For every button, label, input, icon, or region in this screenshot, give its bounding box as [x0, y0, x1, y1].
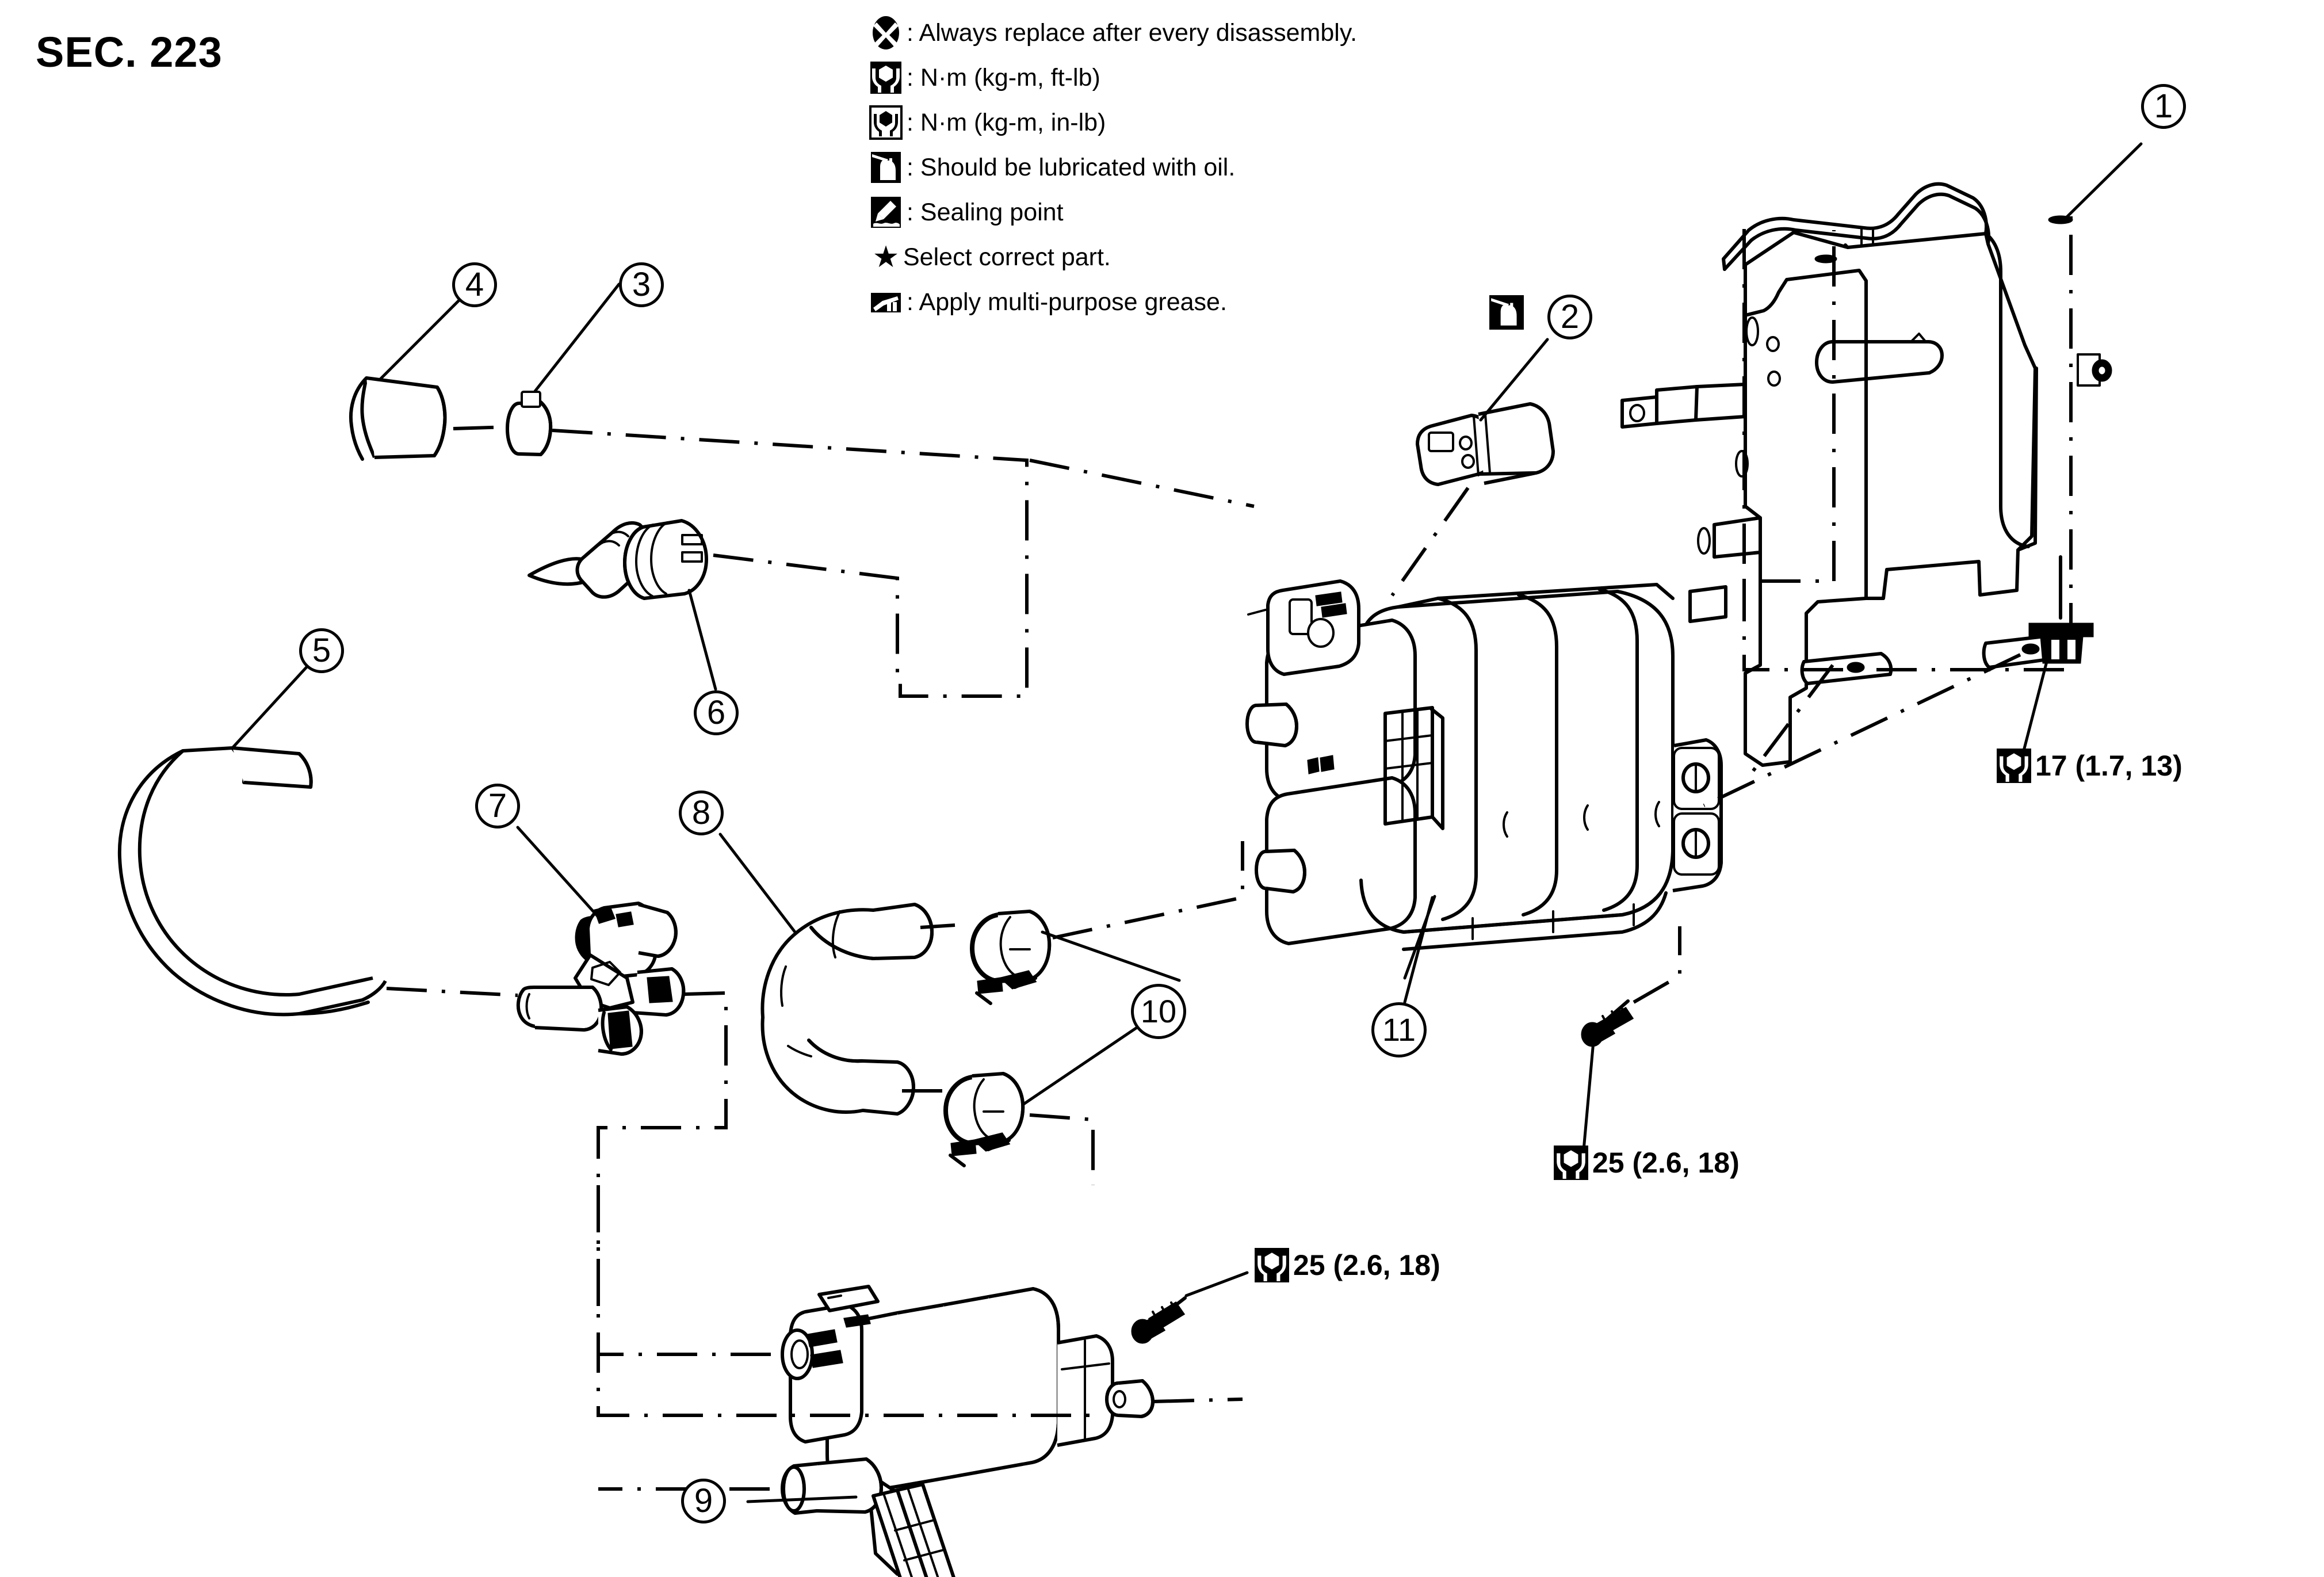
centerline-8-10a: [920, 923, 955, 929]
part-7-valve: [516, 902, 686, 1056]
oil-can-icon: [1489, 295, 1524, 330]
callout-balloon-11[interactable]: 11: [1371, 1002, 1427, 1057]
legend-item-label: : Always replace after every disassembly…: [907, 18, 1358, 47]
leader-2: [1479, 338, 1549, 422]
callout-balloon-9[interactable]: 9: [681, 1479, 726, 1523]
replace-part-icon: [869, 16, 903, 50]
leader-10a: [1041, 930, 1181, 982]
callout-balloon-10[interactable]: 10: [1131, 984, 1186, 1039]
fastener-17nm: [2028, 555, 2094, 664]
centerline-7-9: [597, 991, 728, 1318]
grease-icon: [869, 285, 903, 319]
legend-item-label: : Apply multi-purpose grease.: [907, 288, 1227, 316]
page-title: SEC. 223: [36, 28, 223, 76]
part-10-clamp-upper: [970, 910, 1052, 1005]
legend-item-select-part: ★ Select correct part.: [869, 235, 1415, 280]
part-8-hose: [760, 903, 934, 1116]
torque-inlb-icon: [869, 105, 903, 140]
torque-ftlb-icon: [1996, 748, 2032, 784]
torque-value: 25 (2.6, 18): [1592, 1147, 1740, 1179]
leader-9: [746, 1495, 858, 1503]
sealant-icon: [869, 195, 903, 230]
legend-item-seal: : Sealing point: [869, 190, 1415, 235]
legend-item-oil: : Should be lubricated with oil.: [869, 145, 1415, 190]
callout-balloon-4[interactable]: 4: [452, 262, 497, 307]
centerline-10b: [1029, 1113, 1095, 1185]
callout-balloon-2[interactable]: 2: [1547, 295, 1592, 339]
torque-spec-17: 17 (1.7, 13): [1996, 748, 2182, 784]
centerline-5-7: [386, 987, 518, 997]
leader-torque-25-lower: [1184, 1271, 1249, 1297]
legend: : Always replace after every disassembly…: [869, 10, 1415, 324]
legend-item-replace: : Always replace after every disassembly…: [869, 10, 1415, 55]
leader-8: [718, 833, 797, 934]
torque-value: 17 (1.7, 13): [2035, 750, 2182, 782]
centerline-10-canister: [1052, 841, 1244, 940]
callout-balloon-5[interactable]: 5: [299, 628, 344, 673]
oil-can-icon: [869, 150, 903, 185]
part-2-sensor-block: [1416, 402, 1555, 486]
legend-item-label: : Should be lubricated with oil.: [907, 153, 1236, 181]
legend-item-label: Select correct part.: [903, 243, 1111, 271]
legend-item-torque-inlb: : N·m (kg-m, in-lb): [869, 100, 1415, 145]
callout-balloon-8[interactable]: 8: [679, 791, 724, 835]
legend-item-label: : N·m (kg-m, ft-lb): [907, 63, 1100, 91]
callout-balloon-6[interactable]: 6: [694, 690, 739, 735]
part-1-bracket: [1620, 182, 2112, 767]
torque-value: 25 (2.6, 18): [1293, 1249, 1440, 1281]
fastener-25nm-lower: [1131, 1296, 1187, 1344]
star-icon: ★: [872, 240, 900, 274]
leader-torque-25-upper: [1581, 1040, 1595, 1158]
leader-1: [2065, 142, 2143, 219]
part-9-filter-assembly: [781, 1285, 1155, 1577]
centerline-1-canister: [1703, 653, 2021, 807]
torque-spec-25-upper: 25 (2.6, 18): [1553, 1145, 1740, 1181]
canister-nipple-upper: [1245, 702, 1298, 747]
canister-ribs: [1383, 706, 1444, 830]
fastener-25nm-upper: [1581, 999, 1634, 1047]
callout-balloon-3[interactable]: 3: [619, 262, 664, 307]
centerline-bolt-canister: [1633, 926, 1681, 1004]
part-6-quick-connector: [528, 519, 708, 600]
part-5-hose: [117, 746, 387, 1017]
part-3-clamp-ring: [506, 391, 553, 456]
legend-item-label: : Sealing point: [907, 198, 1064, 226]
torque-ftlb-icon: [869, 60, 903, 95]
part-4-hose-end: [349, 376, 447, 461]
torque-spec-25-lower: 25 (2.6, 18): [1254, 1247, 1440, 1283]
bracket-centerline-right: [1742, 216, 2073, 671]
callout-balloon-7[interactable]: 7: [475, 784, 520, 828]
leader-10b: [1021, 1017, 1152, 1106]
canister-nipple-lower: [1255, 849, 1306, 893]
part-11-canister: [1245, 579, 1723, 951]
legend-item-grease: : Apply multi-purpose grease.: [869, 280, 1415, 324]
part-10-clamp-lower: [943, 1072, 1025, 1167]
legend-item-torque-ftlb: : N·m (kg-m, ft-lb): [869, 55, 1415, 100]
leader-11b: [1403, 895, 1436, 980]
centerline-4-3: [453, 425, 509, 430]
centerline-2-canister: [1390, 487, 1470, 597]
centerline-9-out: [1153, 1397, 1243, 1403]
leader-7: [516, 826, 601, 920]
leader-torque-17: [2019, 660, 2048, 766]
leader-3: [533, 282, 621, 393]
centerline-3-route: [552, 429, 1029, 698]
callout-balloon-1[interactable]: 1: [2141, 84, 2186, 129]
leader-6: [687, 589, 717, 691]
legend-item-label: : N·m (kg-m, in-lb): [907, 108, 1106, 136]
centerline-6-route: [713, 553, 899, 685]
torque-ftlb-icon: [1254, 1247, 1290, 1283]
bracket-centerline-left: [1742, 229, 1836, 583]
torque-ftlb-icon: [1553, 1145, 1589, 1181]
